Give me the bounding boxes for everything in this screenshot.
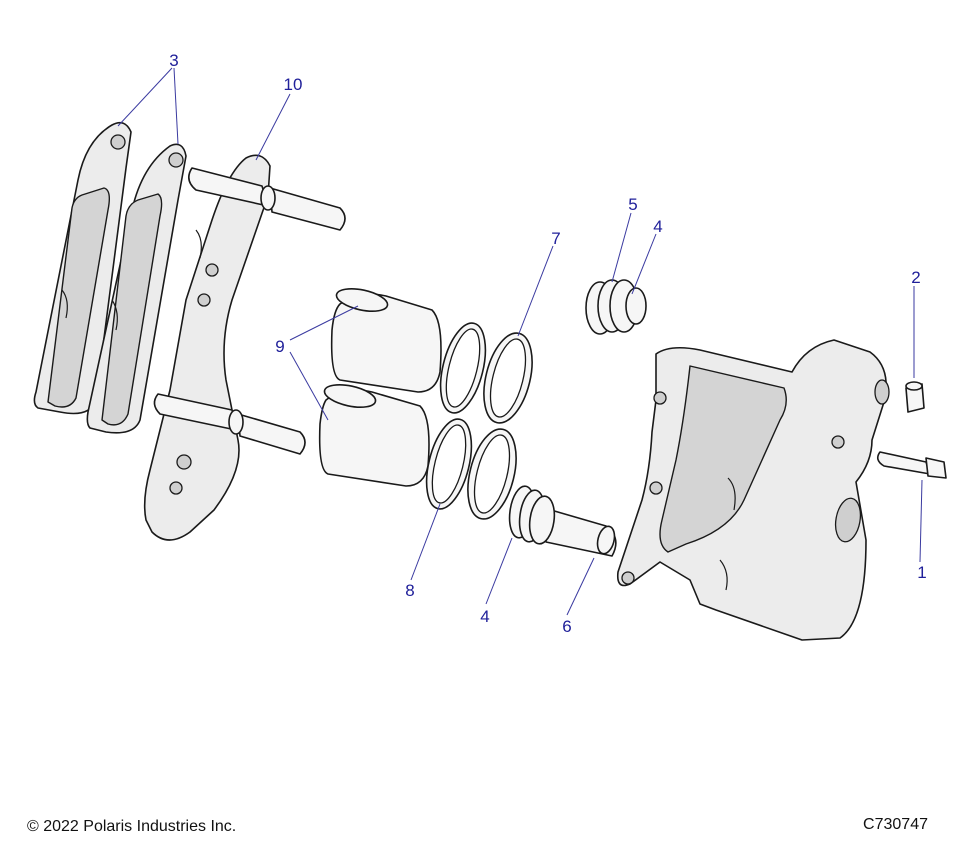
caliper-body [616,339,890,641]
seal-7-upper [439,322,487,414]
seal-7-lower [483,332,533,424]
callout-3: 3 [169,51,178,70]
callout-7: 7 [551,229,560,248]
callout-1: 1 [917,563,926,582]
seal-8-upper [425,418,473,510]
brake-pad-inner [86,143,187,434]
piston-upper [330,288,442,393]
caliper-bracket [143,154,271,541]
callout-9: 9 [275,337,284,356]
figure-code: C730747 [863,816,928,833]
bleeder-cap [905,381,925,413]
bracket-pin-lower [153,393,306,455]
bracket-pin-upper [188,167,346,231]
bleeder-valve [876,451,947,479]
seal-8-lower [467,428,517,520]
callout-4-lower: 4 [480,607,489,626]
callout-8: 8 [405,581,414,600]
callout-6: 6 [562,617,571,636]
piston-lower [318,384,430,487]
boot-upper [585,279,647,335]
callout-10: 10 [284,75,303,94]
callout-5: 5 [628,195,637,214]
callout-2: 2 [911,268,920,287]
boot-lower [508,485,556,545]
copyright-text: © 2022 Polaris Industries Inc. [27,818,237,835]
callout-4-upper: 4 [653,217,662,236]
brake-pad-outer [33,121,132,415]
slide-pin [543,507,617,557]
leader-lines [117,67,923,616]
